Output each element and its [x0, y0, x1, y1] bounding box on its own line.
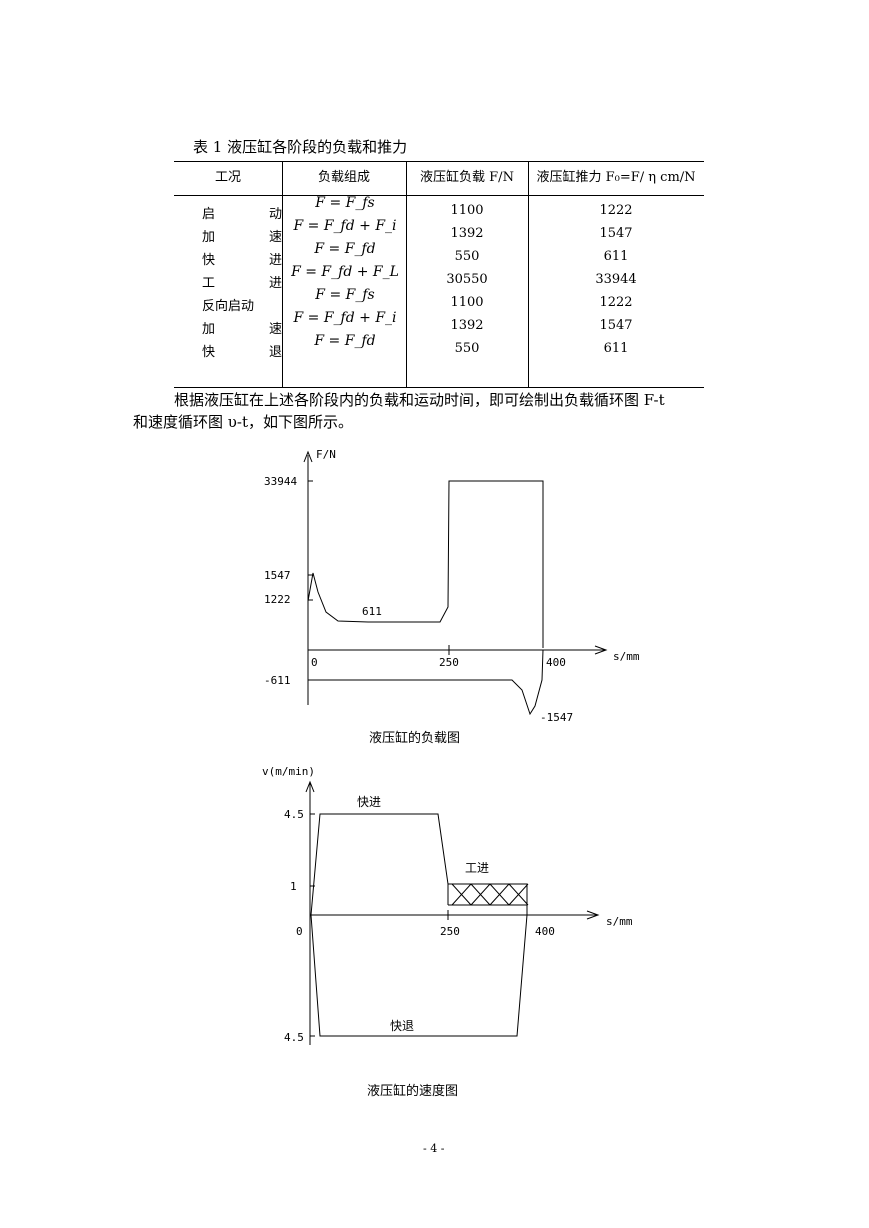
table-top-rule — [174, 161, 704, 162]
condition-char: 加 — [202, 230, 216, 245]
cell-condition: 快退 — [202, 341, 282, 360]
condition-char: 动 — [268, 207, 282, 222]
cell-formula: F = F_fs — [315, 287, 375, 303]
cell-thrust: 611 — [603, 249, 629, 264]
speed-chart-caption: 液压缸的速度图 — [367, 1084, 459, 1099]
cell-formula: F = F_fd + F_i — [293, 218, 397, 234]
cell-condition: 工进 — [202, 272, 282, 291]
condition-char: 速 — [268, 322, 282, 337]
condition-char: 加 — [202, 322, 216, 337]
cell-condition: 加速 — [202, 318, 282, 337]
cell-thrust: 611 — [603, 341, 629, 356]
cell-formula: F = F_fd + F_i — [293, 310, 397, 326]
load-x-arrow — [594, 645, 608, 655]
cell-load: 1100 — [450, 203, 484, 218]
cell-condition: 加速 — [202, 226, 282, 245]
table-caption: 表 1 液压缸各阶段的负载和推力 — [193, 138, 408, 156]
condition-char: 启 — [202, 207, 216, 222]
header-condition: 工况 — [214, 170, 241, 185]
speed-series-forward — [310, 813, 528, 916]
load-y-tick-label: 1547 — [264, 569, 291, 582]
load-y-tick-label: 33944 — [264, 475, 297, 488]
cell-thrust: 1222 — [599, 203, 633, 218]
cell-thrust: 1222 — [599, 295, 633, 310]
cell-load: 550 — [454, 341, 480, 356]
speed-hatch-line — [451, 883, 472, 906]
table-col-divider — [528, 161, 529, 387]
load-annotation: -1547 — [540, 711, 573, 724]
table-header-rule — [174, 195, 704, 196]
cell-formula: F = F_fd — [314, 241, 376, 257]
speed-x-tick-label: 250 — [440, 925, 460, 938]
load-annotation: 611 — [362, 605, 382, 618]
speed-y-arrow — [305, 780, 315, 793]
load-series-return — [308, 649, 544, 716]
speed-x-label: s/mm — [606, 915, 633, 928]
speed-annotation: 工进 — [465, 861, 489, 875]
condition-char: 速 — [268, 230, 282, 245]
table-col-divider — [282, 161, 283, 387]
load-y-tick-label: -611 — [264, 674, 291, 687]
condition-char: 进 — [268, 276, 282, 291]
condition-char: 进 — [268, 253, 282, 268]
speed-hatch-line — [508, 883, 529, 906]
load-y-tick-label: 1222 — [264, 593, 291, 606]
cell-thrust: 1547 — [599, 226, 633, 241]
condition-char: 反向启动 — [202, 299, 255, 314]
load-series-forward — [307, 480, 544, 648]
speed-y-tick-label: 1 — [290, 880, 297, 893]
speed-y-tick-label: 4.5 — [284, 1031, 304, 1044]
load-x-label: s/mm — [613, 650, 640, 663]
cell-condition: 快进 — [202, 249, 282, 268]
condition-char: 工 — [202, 276, 216, 291]
speed-hatch-line — [470, 883, 491, 906]
condition-char: 退 — [268, 345, 282, 360]
load-x-tick-label: 250 — [439, 656, 459, 669]
table-col-divider — [406, 161, 407, 387]
speed-annotation: 快退 — [390, 1019, 414, 1033]
condition-char: 快 — [202, 253, 216, 268]
load-chart-caption: 液压缸的负载图 — [369, 731, 461, 746]
speed-x-arrow — [586, 910, 600, 920]
load-x-tick-label: 400 — [546, 656, 566, 669]
load-y-label: F/N — [316, 448, 336, 461]
cell-formula: F = F_fs — [315, 195, 375, 211]
speed-y-label: v(m/min) — [262, 765, 315, 778]
cell-condition: 启动 — [202, 203, 282, 222]
cell-thrust: 33944 — [595, 272, 637, 287]
cell-load: 1100 — [450, 295, 484, 310]
cell-formula: F = F_fd — [314, 333, 376, 349]
header-thrust: 液压缸推力 F₀=F/ η cm/N — [536, 170, 696, 185]
speed-series-return — [310, 914, 528, 1037]
page-number: - 4 - — [423, 1142, 445, 1155]
condition-char: 快 — [202, 345, 216, 360]
header-load: 液压缸负载 F/N — [420, 170, 514, 185]
load-y-arrow — [303, 450, 313, 463]
cell-load: 30550 — [446, 272, 488, 287]
cell-condition: 反向启动 — [202, 295, 282, 314]
load-x-tick-label: 0 — [311, 656, 318, 669]
paragraph-line-2: 和速度循环图 υ-t，如下图所示。 — [133, 413, 353, 431]
cell-load: 1392 — [450, 318, 484, 333]
cell-thrust: 1547 — [599, 318, 633, 333]
cell-load: 1392 — [450, 226, 484, 241]
table-bottom-rule — [174, 387, 704, 388]
speed-annotation: 快进 — [357, 795, 381, 809]
cell-formula: F = F_fd + F_L — [291, 264, 399, 280]
paragraph-line-1: 根据液压缸在上述各阶段内的负载和运动时间，即可绘制出负载循环图 F-t — [174, 391, 665, 409]
speed-x-tick-label: 400 — [535, 925, 555, 938]
speed-hatch-line — [489, 883, 510, 906]
cell-load: 550 — [454, 249, 480, 264]
speed-x-tick-label: 0 — [296, 925, 303, 938]
speed-y-tick-label: 4.5 — [284, 808, 304, 821]
header-composition: 负载组成 — [317, 170, 370, 185]
